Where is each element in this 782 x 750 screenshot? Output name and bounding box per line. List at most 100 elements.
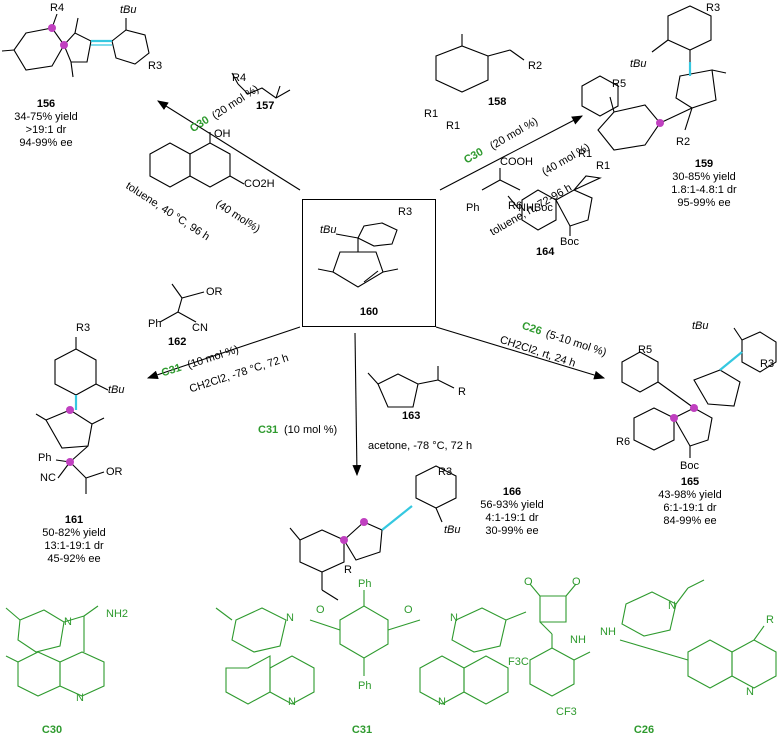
p161-tbu: tBu [108, 384, 125, 396]
p165-r5: R5 [638, 344, 653, 356]
r166-catalyst: C31 [258, 424, 279, 436]
p159-dr: 1.8:1-4.8:1 dr [671, 184, 737, 196]
c26-nh1: NH [570, 634, 586, 646]
r161-substrate: 162 [168, 336, 187, 348]
p156-ee: 94-99% ee [19, 137, 73, 149]
p161-yield: 50-82% yield [42, 527, 106, 539]
r159-cooh: COOH [500, 156, 533, 168]
p156-r3: R3 [148, 60, 163, 72]
p165-label: 165 [680, 476, 700, 488]
center-tbu-label: tBu [320, 224, 337, 236]
r165-boc: Boc [560, 236, 579, 248]
structure-161 [35, 337, 109, 494]
p161-ee: 45-92% ee [47, 553, 101, 565]
c31-n4: N [438, 696, 446, 708]
p159-ee: 95-99% ee [677, 197, 731, 209]
c30-n2: N [76, 692, 84, 704]
p161-dr: 13:1-19:1 dr [44, 540, 104, 552]
p161-nc: NC [40, 472, 56, 484]
p161-or: OR [106, 466, 123, 478]
structure-catalyst-c30 [5, 605, 105, 697]
p159-label: 159 [694, 158, 714, 170]
p166-r: R [344, 564, 352, 576]
structure-160 [317, 222, 399, 288]
c26-r: R [766, 614, 774, 626]
r159-r1b: R1 [446, 120, 461, 132]
p159-yield: 30-85% yield [672, 171, 736, 183]
structure-157 [231, 72, 291, 99]
c26-nh2: NH [600, 626, 616, 638]
p156-dr: >19:1 dr [25, 124, 67, 136]
r165-substrate: 164 [536, 246, 555, 258]
r156-additive: CO2H [244, 178, 275, 190]
p166-ee: 30-99% ee [485, 525, 539, 537]
arrow-to-166 [352, 332, 362, 477]
r159-ph: Ph [466, 202, 480, 214]
structure-159 [597, 5, 727, 151]
p156-yield: 34-75% yield [14, 111, 78, 123]
c26-label: C26 [633, 724, 655, 736]
p165-yield: 43-98% yield [658, 489, 722, 501]
center-r3-label: R3 [398, 206, 413, 218]
structure-164 [521, 75, 619, 236]
structure-naphthol-acid [149, 132, 245, 188]
c31-ph2: Ph [358, 680, 372, 692]
arrow-to-161 [146, 326, 301, 380]
c26-f3c: F3C [508, 656, 529, 668]
r161-cn: CN [192, 322, 208, 334]
structure-catalyst-c26 [529, 579, 777, 697]
c31-label: C31 [351, 724, 373, 736]
c30-label: C30 [41, 724, 63, 736]
arrow-to-159 [439, 115, 583, 191]
r166-loading: (10 mol %) [284, 424, 338, 436]
r166-solvent: acetone, -78 °C, 72 h [368, 440, 473, 452]
p165-ee: 84-99% ee [663, 515, 717, 527]
stereocenter-markers [48, 24, 698, 544]
c26-n2: N [746, 686, 754, 698]
r165-r5: R5 [612, 78, 627, 90]
c31-o1: O [316, 604, 325, 616]
c26-cf3: CF3 [556, 706, 577, 718]
r159-r1a: R1 [424, 108, 439, 120]
c31-n3: N [288, 696, 296, 708]
arrow-to-165 [435, 326, 606, 380]
structure-163 [367, 366, 455, 408]
p159-r1a: R1 [578, 148, 593, 160]
structure-catalyst-c31 [215, 590, 527, 705]
p159-r3: R3 [706, 2, 721, 14]
p156-r4: R4 [50, 2, 65, 14]
central-reactant-box [302, 199, 436, 327]
r156-r4: R4 [232, 72, 247, 84]
p166-dr: 4:1-19:1 dr [485, 512, 539, 524]
r166-r: R [458, 386, 466, 398]
arrow-to-156 [157, 100, 301, 191]
p166-r3: R3 [438, 466, 453, 478]
p166-label: 166 [502, 486, 522, 498]
p165-r3: R3 [760, 358, 775, 370]
r166-substrate: 163 [402, 410, 421, 422]
r159-r2: R2 [528, 60, 543, 72]
c30-nh2: NH2 [106, 608, 129, 620]
c31-o2: O [404, 604, 413, 616]
p159-r2: R2 [676, 136, 691, 148]
p161-label: 161 [64, 514, 84, 526]
p166-yield: 56-93% yield [480, 499, 544, 511]
r161-or: OR [206, 286, 223, 298]
structure-166 [289, 465, 457, 601]
r159-nhboc: NHBoc [518, 202, 553, 214]
structure-158 [435, 34, 525, 93]
p159-r1b: R1 [596, 160, 611, 172]
p156-label: 156 [36, 98, 56, 110]
p159-tbu: tBu [630, 58, 647, 70]
p165-r6: R6 [616, 436, 631, 448]
r156-oh: OH [214, 128, 231, 140]
center-compound-label: 160 [359, 306, 379, 318]
c26-o1: O [524, 576, 533, 588]
reaction-arrows [146, 100, 606, 477]
p156-tbu: tBu [120, 4, 137, 16]
r161-ph: Ph [148, 318, 162, 330]
p165-dr: 6:1-19:1 dr [663, 502, 717, 514]
p166-tbu: tBu [444, 524, 461, 536]
c26-n1: N [668, 600, 676, 612]
